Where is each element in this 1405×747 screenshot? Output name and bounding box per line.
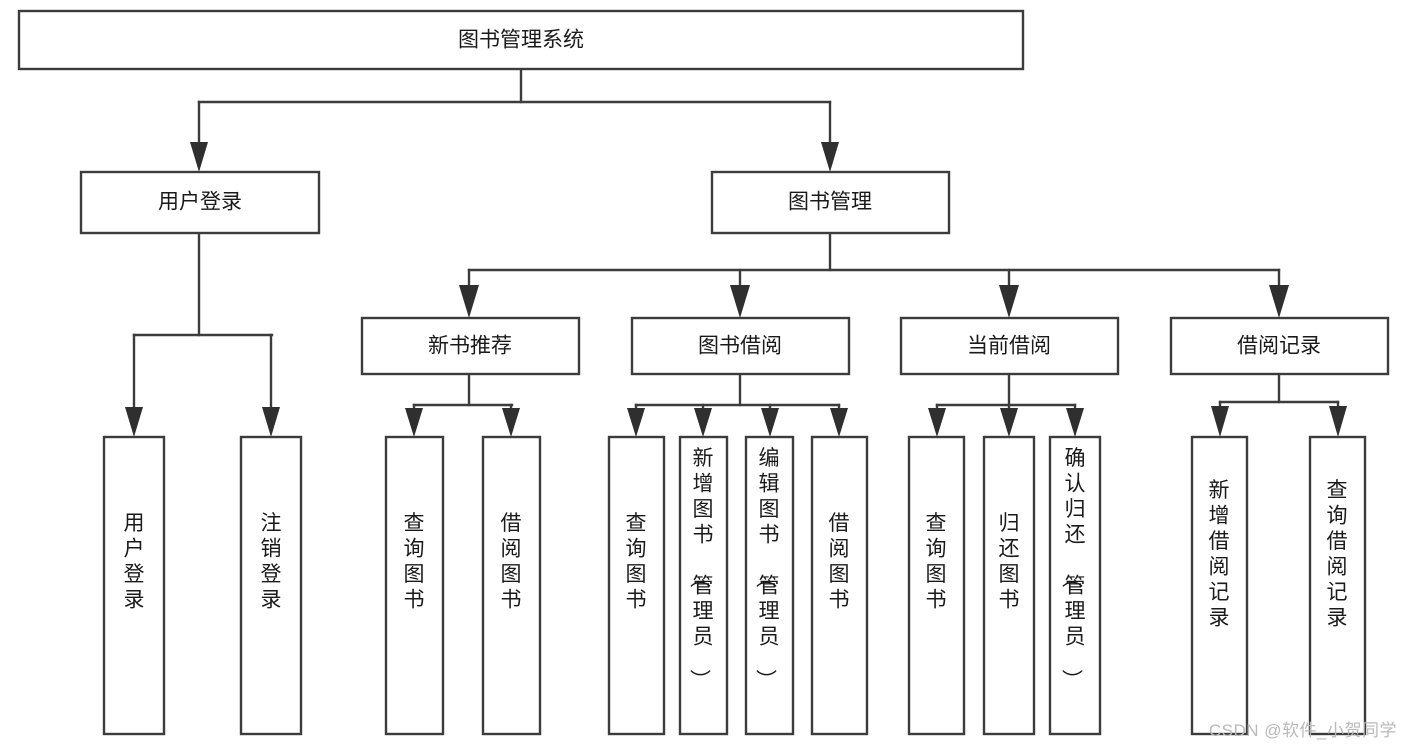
node-leaf-query-record[interactable]: 查询借阅记录	[1308, 435, 1367, 736]
node-user-login[interactable]: 用户登录	[79, 170, 321, 235]
connector-group-currentborrow	[928, 372, 1084, 437]
node-leaf-return-book-box[interactable]	[982, 435, 1036, 736]
node-root-label: 图书管理系统	[458, 29, 584, 52]
arrow-head-leaf-user-login	[125, 407, 143, 437]
node-leaf-borrow-book-rec-label: 借阅图书	[501, 512, 522, 612]
arrow-head-leaf-query-book-borrow	[627, 408, 645, 437]
connector-group-newbook	[405, 372, 520, 437]
node-leaf-query-book-cur[interactable]: 查询图书	[907, 435, 966, 736]
node-leaf-confirm-return[interactable]: 确认归还（管理员）	[1048, 435, 1102, 736]
arrow-head-leaf-borrow-book-rec	[502, 408, 520, 437]
connector-group-userlogin	[125, 231, 280, 437]
node-leaf-add-record-label: 新增借阅记录	[1209, 479, 1230, 630]
node-user-login-box[interactable]	[79, 170, 321, 235]
node-leaf-user-login[interactable]: 用户登录	[102, 435, 166, 736]
arrow-head-leaf-borrow-book	[830, 408, 848, 437]
node-leaf-query-book-borrow-label: 查询图书	[626, 512, 647, 612]
arrow-head-bookmgmt	[821, 142, 839, 172]
node-leaf-borrow-book-rec[interactable]: 借阅图书	[481, 435, 542, 736]
connector-group-bookmgmt	[459, 231, 1289, 318]
node-leaf-confirm-return-label: 确认归还（管理员）	[1060, 447, 1086, 690]
node-leaf-query-book-rec-label: 查询图书	[404, 512, 425, 612]
node-leaf-user-logout-label: 注销登录	[261, 512, 282, 612]
node-leaf-edit-book-label: 编辑图书（管理员）	[754, 447, 780, 690]
arrow-head-borrow-record	[1269, 285, 1289, 318]
node-borrow-record-label: 借阅记录	[1237, 335, 1321, 358]
node-leaf-return-book-label: 归还图书	[999, 512, 1020, 612]
node-book-borrow-label: 图书借阅	[698, 335, 782, 358]
arrow-head-userlogin	[190, 142, 208, 172]
arrow-head-leaf-add-record	[1211, 406, 1229, 437]
arrow-head-leaf-user-logout	[262, 407, 280, 437]
node-book-management-label: 图书管理	[788, 191, 872, 214]
node-book-management[interactable]: 图书管理	[710, 170, 951, 235]
node-leaf-borrow-book[interactable]: 借阅图书	[810, 435, 869, 736]
node-leaf-user-login-box[interactable]	[102, 435, 166, 736]
arrow-head-leaf-return-book	[1000, 408, 1018, 437]
node-leaf-query-book-rec-box[interactable]	[384, 435, 445, 736]
node-leaf-query-book-borrow-box[interactable]	[607, 435, 666, 736]
arrow-head-leaf-add-book	[694, 408, 712, 437]
node-leaf-add-book-label: 新增图书（管理员）	[688, 447, 714, 690]
node-user-login-label: 用户登录	[158, 191, 242, 214]
node-current-borrow-box[interactable]	[899, 316, 1120, 376]
node-current-borrow[interactable]: 当前借阅	[899, 316, 1120, 376]
node-book-borrow-box[interactable]	[630, 316, 851, 376]
node-borrow-record-box[interactable]	[1169, 316, 1390, 376]
node-leaf-borrow-book-label: 借阅图书	[829, 512, 850, 612]
connector-group-root	[190, 67, 839, 172]
node-leaf-user-logout[interactable]: 注销登录	[239, 435, 303, 736]
node-leaf-user-login-label: 用户登录	[124, 512, 145, 612]
node-book-management-box[interactable]	[710, 170, 951, 235]
node-leaf-add-record-box[interactable]	[1190, 435, 1249, 736]
node-leaf-add-record[interactable]: 新增借阅记录	[1190, 435, 1249, 736]
node-leaf-edit-book[interactable]: 编辑图书（管理员）	[744, 435, 795, 736]
node-leaf-query-book-rec[interactable]: 查询图书	[384, 435, 445, 736]
node-leaf-edit-book-box[interactable]	[744, 435, 795, 736]
arrow-head-book-borrow	[730, 285, 750, 318]
arrow-head-leaf-edit-book	[761, 408, 779, 437]
node-leaf-add-book[interactable]: 新增图书（管理员）	[678, 435, 729, 736]
arrow-head-leaf-query-record	[1329, 406, 1347, 437]
node-new-book-recommend[interactable]: 新书推荐	[360, 316, 581, 376]
node-leaf-query-book-cur-box[interactable]	[907, 435, 966, 736]
node-leaf-query-book-cur-label: 查询图书	[926, 512, 947, 612]
node-new-book-recommend-label: 新书推荐	[428, 335, 512, 358]
connector-group-bookborrow	[627, 372, 848, 437]
node-leaf-confirm-return-box[interactable]	[1048, 435, 1102, 736]
node-leaf-borrow-book-rec-box[interactable]	[481, 435, 542, 736]
arrow-head-new-book-recommend	[459, 285, 479, 318]
node-leaf-borrow-book-box[interactable]	[810, 435, 869, 736]
node-leaf-query-record-box[interactable]	[1308, 435, 1367, 736]
node-leaf-query-book-borrow[interactable]: 查询图书	[607, 435, 666, 736]
node-leaf-add-book-box[interactable]	[678, 435, 729, 736]
node-book-borrow[interactable]: 图书借阅	[630, 316, 851, 376]
node-current-borrow-label: 当前借阅	[967, 335, 1051, 358]
csdn-watermark: CSDN @软件_小贺同学	[1208, 721, 1397, 740]
node-new-book-recommend-box[interactable]	[360, 316, 581, 376]
node-borrow-record[interactable]: 借阅记录	[1169, 316, 1390, 376]
connector-group-borrowrecord	[1211, 372, 1347, 437]
arrow-head-leaf-query-book-rec	[405, 408, 423, 437]
node-leaf-query-record-label: 查询借阅记录	[1327, 479, 1348, 630]
node-leaf-return-book[interactable]: 归还图书	[982, 435, 1036, 736]
node-root-box[interactable]	[17, 9, 1025, 71]
node-root[interactable]: 图书管理系统	[17, 9, 1025, 71]
arrow-head-leaf-query-book-cur	[928, 408, 946, 437]
arrow-head-current-borrow	[999, 285, 1019, 318]
arrow-head-leaf-confirm-return	[1066, 408, 1084, 437]
node-leaf-user-logout-box[interactable]	[239, 435, 303, 736]
